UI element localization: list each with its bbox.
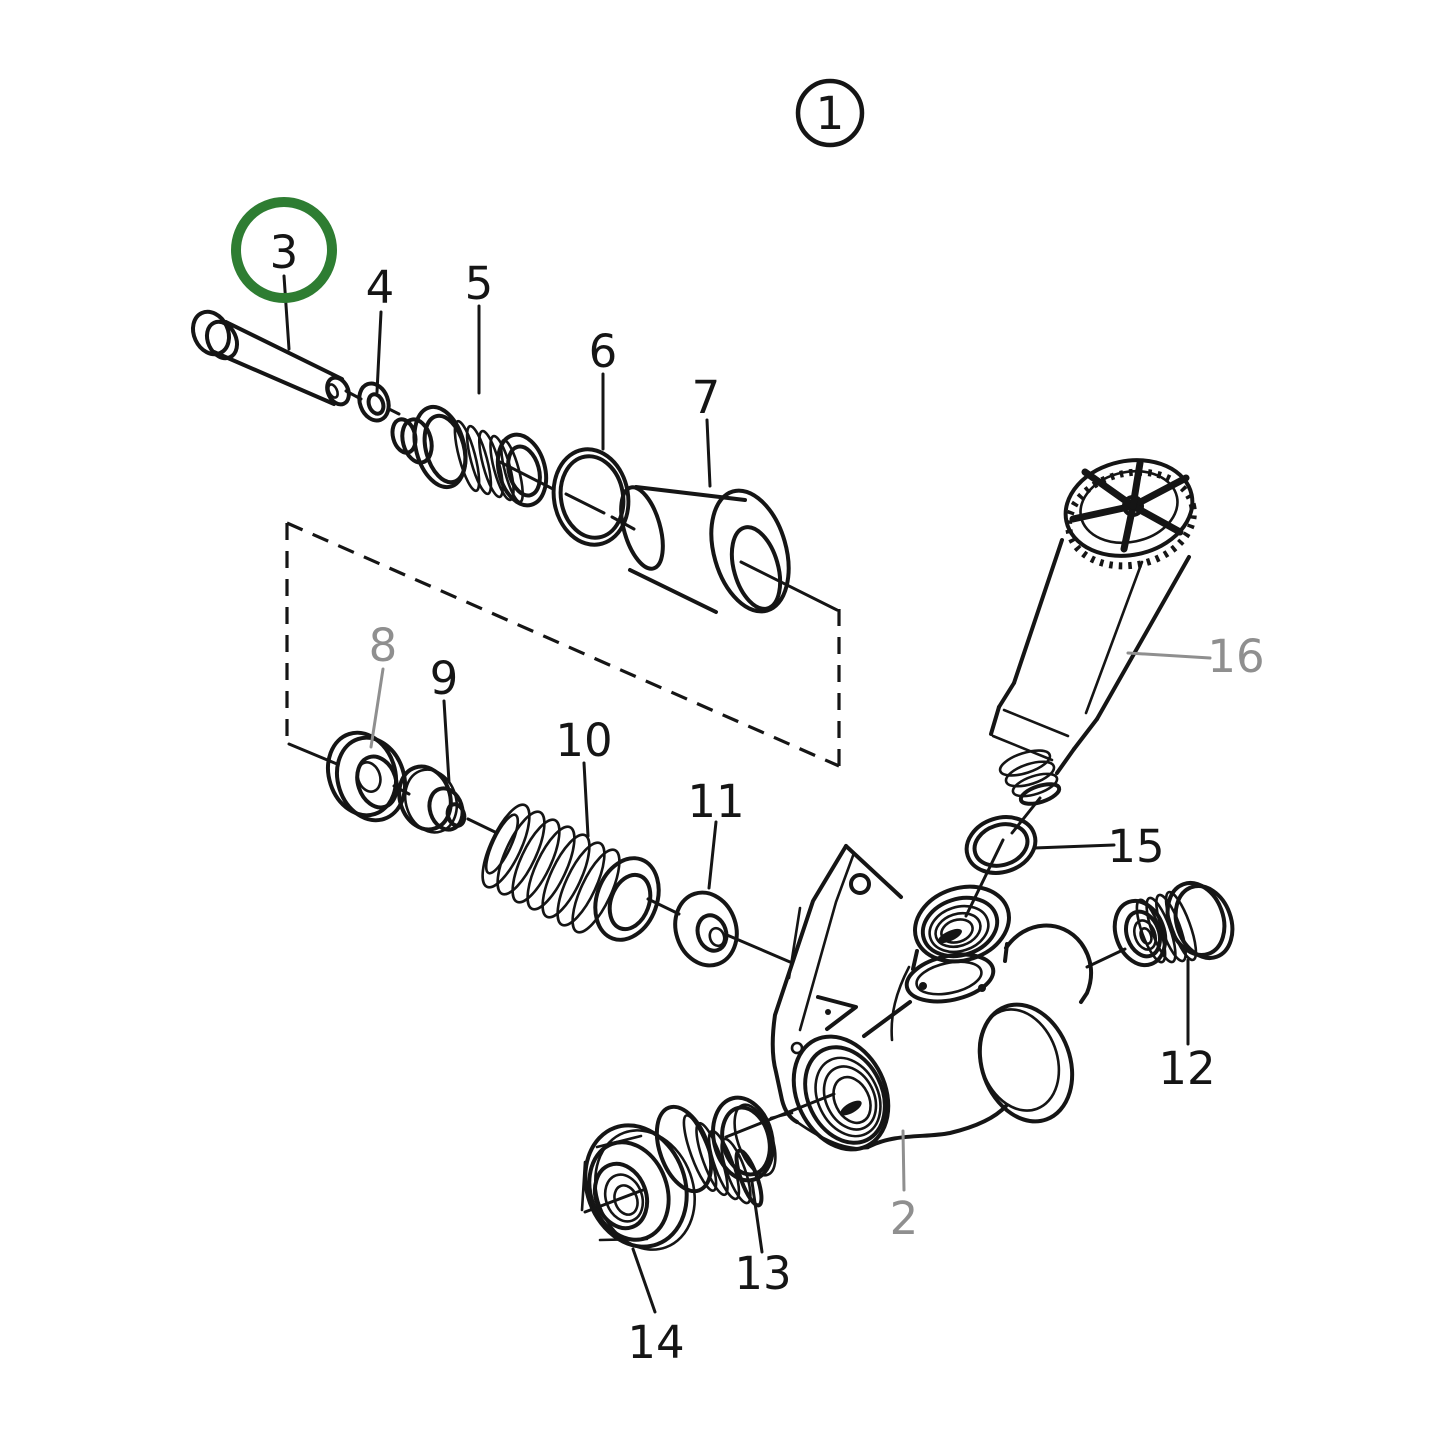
leader-line-2 xyxy=(901,1129,906,1192)
svg-text:7: 7 xyxy=(692,371,721,424)
part-11-washer xyxy=(673,890,739,968)
callout-9[interactable]: 9 xyxy=(430,652,459,705)
callout-15[interactable]: 15 xyxy=(1107,820,1164,873)
part-10-spring xyxy=(481,803,661,942)
leader-lines xyxy=(282,274,1212,1314)
svg-text:9: 9 xyxy=(430,652,459,705)
svg-text:5: 5 xyxy=(465,257,494,310)
callout-3[interactable]: 3 xyxy=(231,197,337,303)
callout-5[interactable]: 5 xyxy=(465,257,494,310)
part-4-washer xyxy=(357,381,391,423)
leader-line-10 xyxy=(582,761,590,838)
part-15-o-ring xyxy=(964,815,1038,875)
svg-text:10: 10 xyxy=(555,714,612,767)
svg-text:14: 14 xyxy=(627,1316,684,1369)
part-16-hand-primer xyxy=(989,458,1197,806)
assembly-boundary-dashed-box xyxy=(285,521,841,768)
callout-16[interactable]: 16 xyxy=(1207,630,1264,683)
highlight-ring xyxy=(231,197,337,303)
svg-text:15: 15 xyxy=(1107,820,1164,873)
part-8-seal-cup xyxy=(326,730,407,823)
leader-line-16 xyxy=(1126,651,1212,660)
part-5-threaded-plug xyxy=(390,404,549,508)
leader-line-13 xyxy=(750,1180,764,1254)
callout-6[interactable]: 6 xyxy=(589,325,618,378)
svg-text:16: 16 xyxy=(1207,630,1264,683)
assembly-circle xyxy=(795,78,865,148)
part-14-banjo-fitting xyxy=(580,1104,764,1251)
leader-line-15 xyxy=(1032,843,1116,850)
callout-11[interactable]: 11 xyxy=(687,775,744,828)
svg-text:11: 11 xyxy=(687,775,744,828)
svg-text:12: 12 xyxy=(1158,1042,1215,1095)
svg-text:3: 3 xyxy=(270,226,299,279)
part-2-pump-body xyxy=(733,844,1094,1177)
svg-text:1: 1 xyxy=(816,87,845,140)
svg-text:13: 13 xyxy=(734,1247,791,1300)
callout-1[interactable]: 1 xyxy=(795,78,865,148)
callout-8[interactable]: 8 xyxy=(369,619,398,672)
callout-14[interactable]: 14 xyxy=(627,1316,684,1369)
svg-text:2: 2 xyxy=(890,1192,919,1245)
part-7-piston-sleeve xyxy=(619,485,791,614)
leader-line-11 xyxy=(707,820,718,890)
part-12-threaded-fitting xyxy=(1112,881,1235,968)
svg-text:6: 6 xyxy=(589,325,618,378)
svg-text:8: 8 xyxy=(369,619,398,672)
callout-13[interactable]: 13 xyxy=(734,1247,791,1300)
leader-line-8 xyxy=(369,667,385,749)
part-3-bolt xyxy=(191,309,351,407)
callout-labels: 1 2 3 4 5 6 7 8 9 10 11 xyxy=(231,78,1265,1369)
callout-2[interactable]: 2 xyxy=(890,1192,919,1245)
leader-line-7 xyxy=(705,418,712,488)
leader-line-3 xyxy=(282,274,291,351)
callout-12[interactable]: 12 xyxy=(1158,1042,1215,1095)
callout-4[interactable]: 4 xyxy=(366,261,395,314)
svg-text:4: 4 xyxy=(366,261,395,314)
part-9-valve xyxy=(397,764,467,834)
callout-7[interactable]: 7 xyxy=(692,371,721,424)
leader-line-14 xyxy=(631,1247,657,1314)
leader-line-9 xyxy=(442,699,451,784)
callout-10[interactable]: 10 xyxy=(555,714,612,767)
leader-line-4 xyxy=(375,310,383,394)
